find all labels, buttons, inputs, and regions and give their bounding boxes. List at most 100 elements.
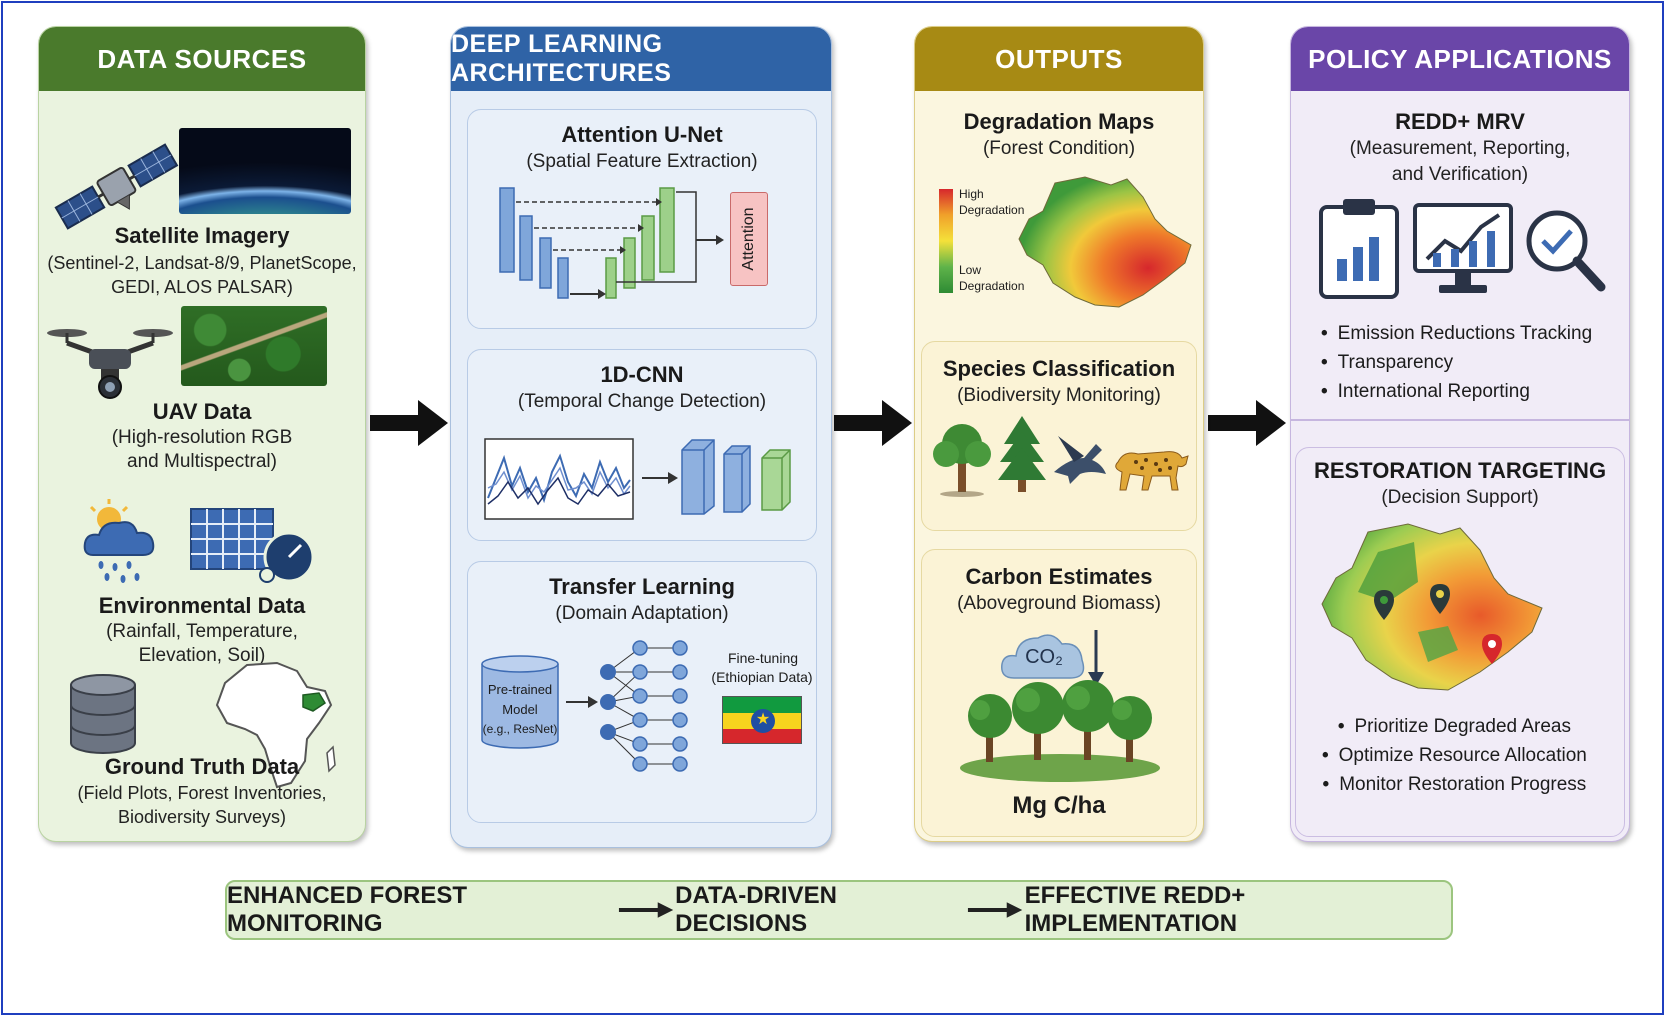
clipboard-chart-icon: [1319, 199, 1399, 299]
ground-truth-desc-1: (Field Plots, Forest Inventories,: [77, 783, 327, 803]
cnn1d-panel: 1D-CNN (Temporal Change Detection): [467, 349, 817, 541]
forest-trees-icon: [960, 680, 1160, 782]
policy-divider: [1291, 419, 1629, 421]
satellite-icon: [54, 143, 179, 230]
leopard-icon: [1115, 451, 1189, 491]
conifer-tree-icon: [998, 416, 1046, 492]
flow-arrow-1: [370, 400, 448, 446]
species-panel: Species Classification (Biodiversity Mon…: [921, 341, 1197, 531]
bird-icon: [1054, 436, 1106, 484]
satellite-imagery-desc-2: GEDI, ALOS PALSAR): [111, 277, 293, 297]
deep-learning-column: DEEP LEARNING ARCHITECTURES Attention U-…: [450, 26, 832, 848]
monitor-chart-icon: [1413, 203, 1513, 293]
broadleaf-tree-icon: [933, 424, 991, 497]
data-sources-column: DATA SOURCES Satellite Imagery (Sentinel…: [38, 26, 366, 842]
outputs-header: OUTPUTS: [915, 27, 1203, 91]
transfer-learning-title: Transfer Learning: [549, 574, 735, 599]
attention-block: Attention: [730, 192, 768, 286]
footer-step-3: EFFECTIVE REDD+ IMPLEMENTATION: [1024, 882, 1246, 937]
uav-data-desc-1: (High-resolution RGB: [111, 427, 293, 448]
pretrained-model-line-3: (e.g., ResNet): [482, 722, 558, 736]
species-title: Species Classification: [942, 356, 1176, 381]
carbon-unit: Mg C/ha: [1012, 792, 1106, 819]
neural-network-diagram: [600, 640, 688, 772]
legend-high-1: High: [959, 187, 984, 201]
finetune-line-2: (Ethiopian Data): [711, 669, 813, 685]
earth-from-space-image: [179, 128, 351, 214]
satellite-imagery-desc-1: (Sentinel-2, Landsat-8/9, PlanetScope,: [47, 253, 357, 273]
sensor-grid-gauge-icon: [190, 508, 315, 583]
restoration-subtitle: (Decision Support): [1381, 487, 1539, 508]
bullet-optimize-resources: Optimize Resource Allocation: [1322, 741, 1587, 770]
legend-low-2: Degradation: [959, 279, 1025, 293]
time-series-plot: [484, 438, 634, 520]
location-pin-green-icon: [1374, 590, 1394, 620]
transfer-learning-panel: Transfer Learning (Domain Adaptation) Pr…: [467, 561, 817, 823]
unet-diagram: [499, 187, 724, 299]
redd-mrv-subtitle-1: (Measurement, Reporting,: [1349, 138, 1571, 159]
degradation-maps-subtitle: (Forest Condition): [982, 138, 1136, 159]
legend-low-1: Low: [959, 263, 982, 277]
footer-step-2: DATA-DRIVEN DECISIONS: [675, 882, 837, 937]
bullet-transparency: Transparency: [1321, 348, 1592, 377]
satellite-imagery-title: Satellite Imagery: [114, 223, 290, 248]
attention-label: Attention: [740, 207, 757, 271]
degradation-maps-title: Degradation Maps: [963, 109, 1155, 134]
pretrained-model-line-2: Model: [502, 702, 538, 717]
location-pin-dark-icon: [1430, 584, 1450, 614]
cnn1d-title: 1D-CNN: [600, 362, 684, 387]
down-arrow-icon: [1088, 630, 1104, 686]
environmental-data-desc-1: (Rainfall, Temperature,: [106, 621, 298, 642]
uav-data-title: UAV Data: [152, 399, 252, 424]
pretrained-model-line-1: Pre-trained: [487, 682, 553, 697]
summary-banner: ENHANCED FOREST MONITORING DATA-DRIVEN D…: [225, 880, 1453, 940]
uav-data-desc-2: and Multispectral): [127, 451, 277, 472]
footer-arrow-2: [968, 902, 1023, 918]
transfer-learning-subtitle: (Domain Adaptation): [555, 603, 729, 624]
co2-cloud: CO₂: [998, 622, 1090, 684]
deep-learning-header: DEEP LEARNING ARCHITECTURES: [451, 27, 831, 91]
database-icon: [70, 674, 136, 754]
carbon-panel: Carbon Estimates (Aboveground Biomass) C…: [921, 549, 1197, 837]
degradation-legend-bar: [939, 189, 953, 293]
restoration-panel: RESTORATION TARGETING (Decision Support)…: [1295, 447, 1625, 837]
bullet-prioritize-degraded: Prioritize Degraded Areas: [1322, 712, 1587, 741]
co2-label: CO₂: [1025, 646, 1063, 668]
footer-arrow-1: [618, 902, 674, 918]
finetune-line-1: Fine-tuning: [727, 650, 799, 666]
legend-high-2: Degradation: [959, 203, 1025, 217]
policy-column: POLICY APPLICATIONS REDD+ MRV (Measureme…: [1290, 26, 1630, 842]
drone-icon: [47, 329, 173, 399]
species-subtitle: (Biodiversity Monitoring): [957, 385, 1161, 406]
policy-header: POLICY APPLICATIONS: [1291, 27, 1629, 91]
ground-truth-title: Ground Truth Data: [104, 754, 300, 779]
attention-unet-panel: Attention U-Net (Spatial Feature Extract…: [467, 109, 817, 329]
forest-aerial-image: [181, 306, 327, 386]
restoration-title: RESTORATION TARGETING: [1313, 458, 1607, 483]
cnn1d-subtitle: (Temporal Change Detection): [517, 391, 767, 412]
outputs-column: OUTPUTS Degradation Maps (Forest Conditi…: [914, 26, 1204, 842]
magnifier-check-icon: [1526, 210, 1606, 292]
bullet-monitor-restoration: Monitor Restoration Progress: [1322, 770, 1587, 799]
carbon-title: Carbon Estimates: [965, 564, 1153, 589]
footer-step-1: ENHANCED FOREST MONITORING: [227, 882, 468, 937]
flow-arrow-2: [834, 400, 912, 446]
bullet-international-reporting: International Reporting: [1321, 377, 1592, 406]
ground-truth-desc-2: Biodiversity Surveys): [117, 807, 287, 827]
bullet-emission-reductions: Emission Reductions Tracking: [1321, 319, 1593, 348]
redd-bullets: Emission Reductions Tracking Transparenc…: [1321, 319, 1593, 406]
location-pin-red-icon: [1482, 634, 1502, 664]
restoration-bullets: Prioritize Degraded Areas Optimize Resou…: [1322, 712, 1587, 799]
rain-cloud-icon: [83, 499, 155, 583]
transfer-arrow: [566, 696, 598, 708]
environmental-data-desc-2: Elevation, Soil): [138, 645, 266, 666]
attention-unet-title: Attention U-Net: [561, 122, 723, 147]
cnn-arrow: [642, 472, 678, 484]
redd-mrv-subtitle-2: and Verification): [1391, 164, 1529, 185]
pretrained-model-cylinder: Pre-trained Model (e.g., ResNet): [480, 654, 560, 750]
africa-map-icon: [215, 661, 336, 789]
data-sources-header: DATA SOURCES: [39, 27, 365, 91]
attention-unet-subtitle: (Spatial Feature Extraction): [526, 151, 758, 172]
cnn-layer-blocks: [681, 439, 791, 515]
